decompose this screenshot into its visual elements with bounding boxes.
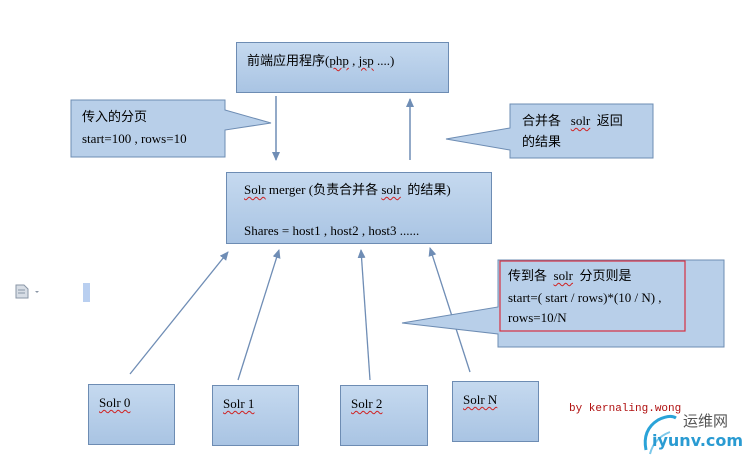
arrow-solr1 — [237, 249, 281, 381]
frontend-text-jsp: jsp — [358, 53, 374, 68]
watermark-swoosh-icon — [643, 414, 677, 455]
callout-right-line1: 合并各 solr 返回 — [522, 112, 623, 130]
merger-line2: Shares = host1 , host2 , host3 ...... — [244, 223, 420, 238]
document-icon — [15, 284, 39, 299]
callout-left-shape — [70, 99, 272, 158]
callout-bottom-text-solr: solr — [553, 268, 574, 283]
callout-bottom-text-c: 分页则是 — [573, 268, 632, 283]
callout-bottom-text-a: 传到各 — [508, 268, 554, 283]
callout-bottom-line2: start=( start / rows)*(10 / N) , — [508, 290, 662, 305]
arrow-solr0 — [129, 251, 229, 375]
callout-right-shape — [445, 103, 654, 159]
merger-line1: Solr merger (负责合并各 solr 的结果) — [244, 181, 451, 199]
frontend-app-box: 前端应用程序(php , jsp ....) — [236, 42, 449, 93]
callout-right-text-a: 合并各 — [522, 113, 571, 128]
callout-left-line2: start=100 , rows=10 — [82, 131, 187, 146]
frontend-label: 前端应用程序(php , jsp ....) — [247, 52, 394, 70]
arrow-solrN — [428, 247, 471, 373]
callout-bottom-highlight — [499, 260, 686, 332]
solr-node-1-label: Solr 1 — [223, 396, 255, 411]
merger-text-d: 的结果) — [400, 182, 451, 197]
watermark-name: 运维网 — [683, 412, 729, 430]
callout-left-line1: 传入的分页 — [82, 109, 148, 124]
author-credit: by kernaling.wong — [569, 403, 682, 415]
merger-text-solr: Solr — [244, 182, 266, 197]
solr-node-1: Solr 1 — [212, 385, 299, 446]
arrow-solr2 — [357, 249, 371, 381]
solr-node-n: Solr N — [452, 381, 539, 442]
merger-box: Solr merger (负责合并各 solr 的结果) Shares = ho… — [226, 172, 492, 244]
callout-right-text-c: 返回 — [590, 113, 623, 128]
callout-bottom-line3: rows=10/N — [508, 310, 567, 325]
frontend-text-php: php — [329, 53, 349, 68]
merger-text-solr2: solr — [381, 182, 401, 197]
watermark-domain: iyunv.com — [652, 431, 744, 450]
solr-node-0: Solr 0 — [88, 384, 175, 445]
callout-right-text-solr: solr — [570, 113, 591, 128]
frontend-text-end: ....) — [373, 53, 395, 68]
callout-bottom-shape — [401, 259, 725, 348]
frontend-text-a: 前端应用程序( — [247, 53, 330, 68]
callout-bottom-line1: 传到各 solr 分页则是 — [508, 267, 632, 285]
solr-node-0-label: Solr 0 — [99, 395, 131, 410]
callout-right-line2: 的结果 — [522, 134, 562, 149]
merger-text-b: merger (负责合并各 — [265, 182, 382, 197]
solr-node-n-label: Solr N — [463, 392, 498, 407]
solr-node-2-label: Solr 2 — [351, 396, 383, 411]
frontend-text-sep: , — [348, 53, 359, 68]
solr-node-2: Solr 2 — [340, 385, 428, 446]
caret-marker — [83, 283, 90, 302]
